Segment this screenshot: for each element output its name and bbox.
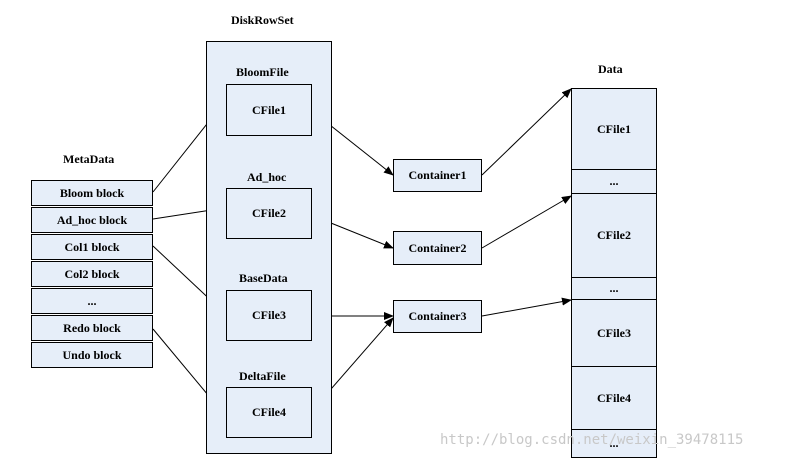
metadata-title: MetaData — [63, 152, 115, 166]
data-column: CFile1 ... CFile2 ... CFile3 CFile4 ... — [571, 88, 657, 458]
cfile-box-2: CFile2 — [226, 188, 312, 239]
container-box-3: Container3 — [393, 300, 482, 333]
metadata-row-adhoc: Ad_hoc block — [31, 207, 153, 233]
data-cell-cfile4: CFile4 — [571, 367, 657, 430]
metadata-row-redo: Redo block — [31, 315, 153, 341]
data-cell-cfile3: CFile3 — [571, 300, 657, 367]
data-cell-cfile2: CFile2 — [571, 194, 657, 278]
metadata-row-col2: Col2 block — [31, 261, 153, 287]
metadata-row-col1: Col1 block — [31, 234, 153, 260]
cfile-box-4: CFile4 — [226, 387, 312, 438]
data-title: Data — [598, 62, 623, 76]
diskrowset-title: DiskRowSet — [231, 13, 294, 27]
group-label-adhoc: Ad_hoc — [247, 170, 287, 184]
group-label-deltafile: DeltaFile — [239, 369, 286, 383]
group-label-basedata: BaseData — [239, 271, 288, 285]
container-box-1: Container1 — [393, 159, 482, 192]
arrow-container2-to-data — [481, 195, 572, 249]
metadata-row-ellipsis: ... — [31, 288, 153, 314]
metadata-row-bloom: Bloom block — [31, 180, 153, 206]
cfile-box-1: CFile1 — [226, 84, 312, 136]
arrow-container1-to-data — [481, 88, 572, 176]
watermark-text: http://blog.csdn.net/weixin_39478115 — [440, 432, 744, 448]
metadata-row-undo: Undo block — [31, 342, 153, 368]
arrow-container3-to-data — [481, 297, 572, 317]
group-label-bloomfile: BloomFile — [236, 65, 289, 79]
cfile-box-3: CFile3 — [226, 290, 312, 341]
data-cell-ellipsis-3: ... — [571, 430, 657, 458]
data-cell-cfile1: CFile1 — [571, 88, 657, 170]
data-cell-ellipsis-1: ... — [571, 170, 657, 194]
metadata-block-list: Bloom block Ad_hoc block Col1 block Col2… — [31, 180, 153, 369]
data-cell-ellipsis-2: ... — [571, 278, 657, 300]
container-box-2: Container2 — [393, 231, 482, 265]
